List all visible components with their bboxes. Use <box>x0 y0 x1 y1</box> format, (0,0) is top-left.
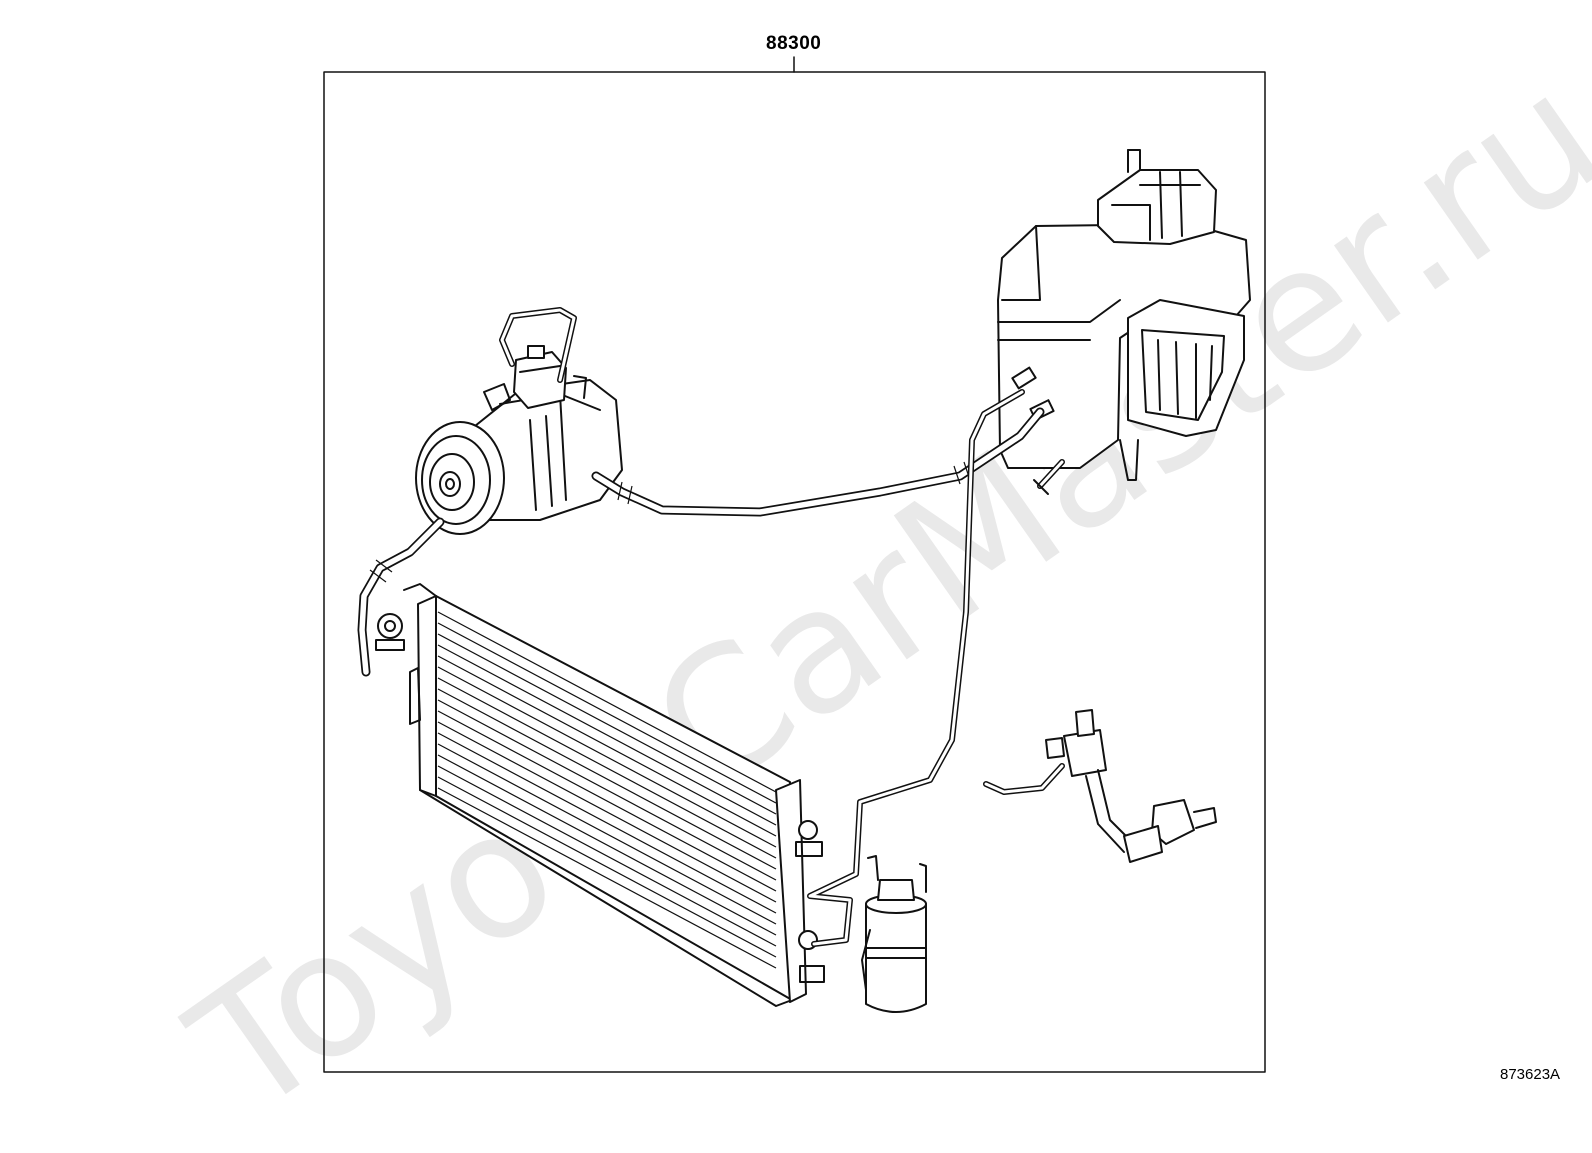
condenser-fin-line <box>437 787 777 969</box>
condenser-fin-line <box>437 677 777 859</box>
suction-hose <box>499 307 1045 517</box>
diagram-reference-code: 873623A <box>1500 1066 1561 1083</box>
condenser-fin-line <box>437 655 777 837</box>
condenser-fin-line <box>437 710 777 892</box>
liquid-line <box>807 389 1025 947</box>
condenser-fin-line <box>437 721 777 903</box>
condenser-fin-line <box>437 699 777 881</box>
condenser-fin-line <box>437 743 777 925</box>
condenser-fin-line <box>437 611 777 793</box>
condenser-fin-line <box>437 776 777 958</box>
assembly-frame <box>323 56 1266 1073</box>
condenser-fin-line <box>437 765 777 947</box>
ac-system-drawing <box>323 56 1266 1073</box>
condenser-fin-line <box>437 688 777 870</box>
condenser-fin-line <box>437 732 777 914</box>
compressor <box>415 345 623 535</box>
condenser <box>403 583 825 1007</box>
discharge-hose <box>357 517 445 677</box>
condenser-fin-line <box>437 622 777 804</box>
condenser-fin-line <box>437 644 777 826</box>
condenser-fin-line <box>437 754 777 936</box>
condenser-fins <box>437 611 777 969</box>
condenser-fin-line <box>437 633 777 815</box>
condenser-fin-line <box>437 666 777 848</box>
receiver-dryer <box>861 855 927 1013</box>
assembly-part-number: 88300 <box>766 33 822 54</box>
heater-valve <box>983 709 1217 863</box>
evaporator-unit <box>997 149 1251 495</box>
parts-diagram: ToyotaCarMaster.ru <box>158 33 1592 1153</box>
